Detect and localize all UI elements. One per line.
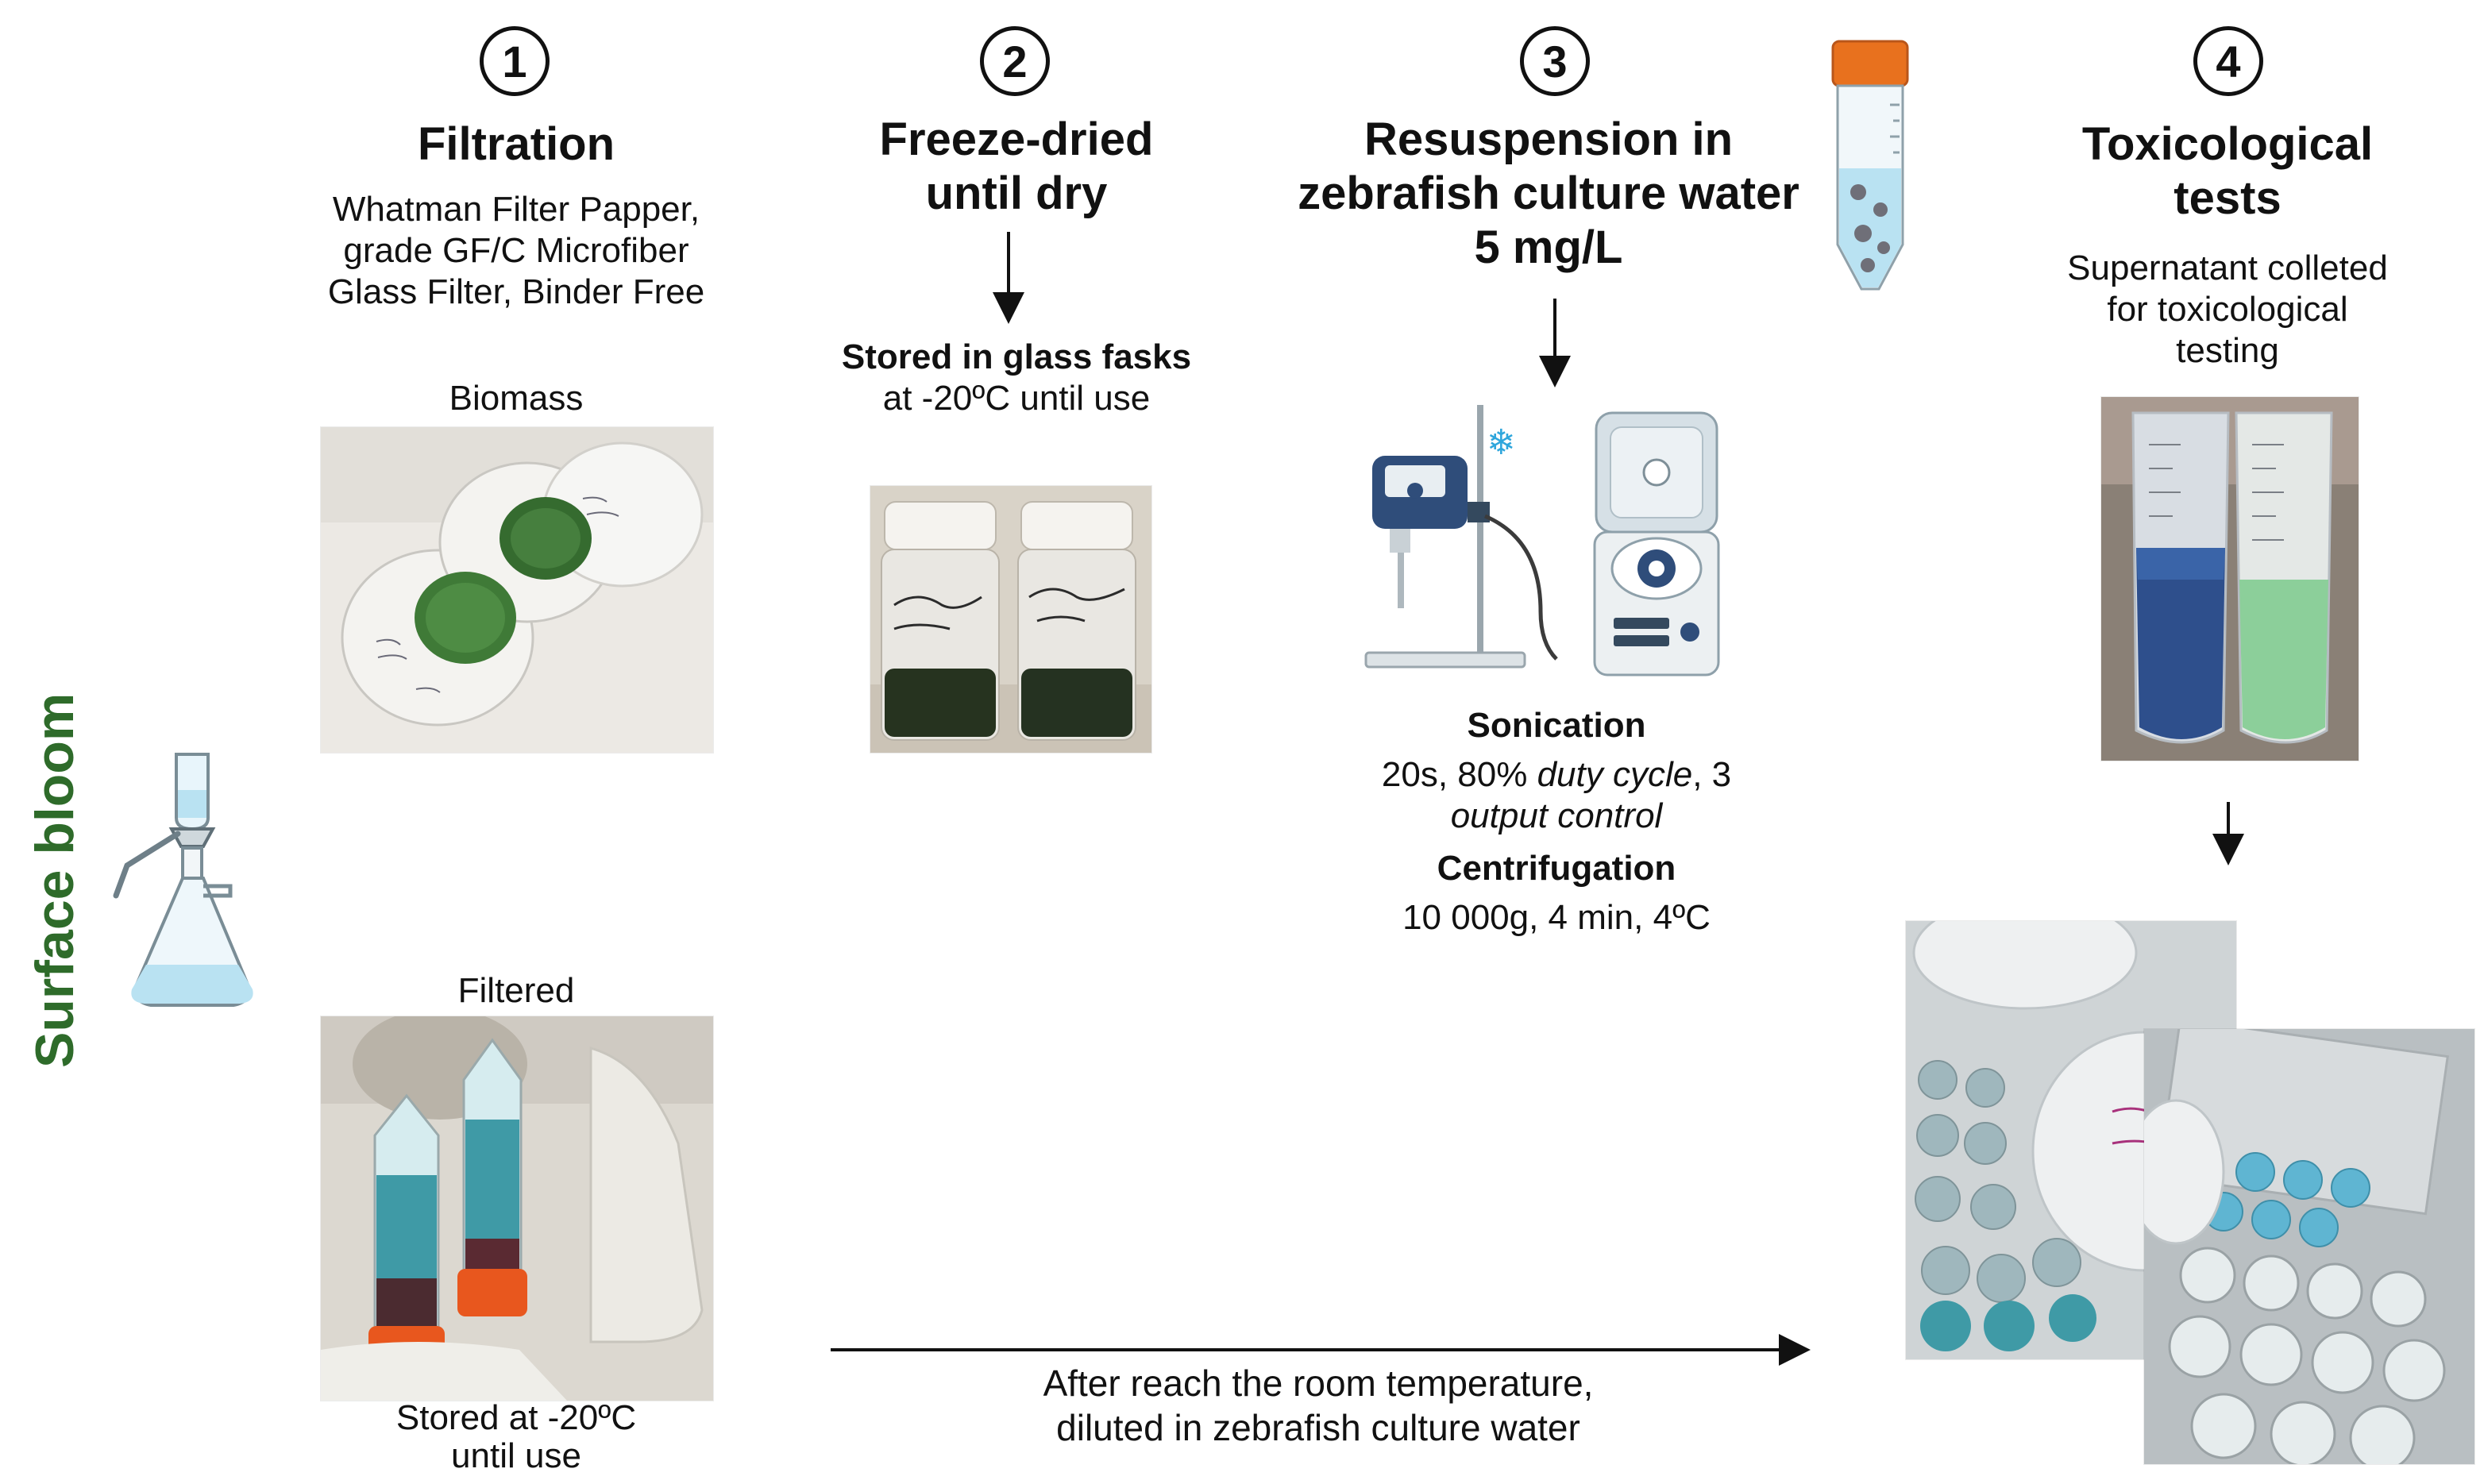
centrifugation-params: 10 000g, 4 min, 4ºC — [1402, 898, 1711, 937]
falcon-tube-icon — [1831, 40, 1909, 291]
desc-line: Whatman Filter Papper, — [332, 190, 700, 229]
title-line: Resuspension in — [1364, 114, 1734, 165]
step-2-title: Freeze-dried until dry — [802, 113, 1231, 221]
step-3-title: Resuspension in zebrafish culture water … — [1271, 113, 1826, 275]
snowflake-icon: ❄ — [1487, 423, 1516, 462]
step-1-number: 1 — [480, 26, 550, 96]
duty-cycle-term: duty cycle — [1537, 755, 1693, 794]
sonication-label: Sonication — [1467, 706, 1646, 745]
filtered-caption: Filtered — [457, 971, 575, 1010]
step-4-description: Supernatant colleted for toxicological t… — [2001, 248, 2454, 372]
step-2-stored: Stored in glass fasks at -20ºC until use — [786, 337, 1247, 419]
side-label-surface-bloom: Surface bloom — [25, 692, 85, 1068]
step-3-number: 3 — [1520, 26, 1590, 96]
step-3-parameters: Sonication 20s, 80% duty cycle, 3 output… — [1310, 705, 1803, 939]
title-line: Toxicological — [2081, 118, 2374, 170]
supernatant-tubes-photo — [2101, 397, 2359, 761]
desc-line: Glass Filter, Binder Free — [327, 272, 705, 311]
label-line: After reach the room temperature, — [1043, 1363, 1594, 1404]
step-4-title: Toxicological tests — [2017, 118, 2438, 225]
title-line: Filtration — [417, 118, 615, 170]
title-line: until dry — [925, 168, 1108, 219]
biomass-photo — [321, 427, 713, 753]
label-line: diluted in zebrafish culture water — [1056, 1407, 1580, 1448]
step-1-title: Filtration — [318, 118, 715, 172]
title-line: 5 mg/L — [1474, 222, 1623, 273]
caption-line: Stored at -20ºC — [395, 1398, 637, 1437]
desc-line: testing — [2176, 331, 2279, 370]
sonication-params-text: 20s, 80% — [1381, 755, 1537, 794]
title-line: tests — [2174, 172, 2282, 224]
vacuum-filtration-flask-icon — [113, 753, 253, 1007]
step-2-number: 2 — [980, 26, 1050, 96]
desc-line: for toxicological — [2107, 290, 2348, 329]
desc-line: Supernatant colleted — [2067, 249, 2388, 287]
filtered-photo — [321, 1016, 713, 1401]
sonication-params-text: , 3 — [1692, 755, 1732, 794]
stored-line: at -20ºC until use — [882, 379, 1151, 418]
well-plates-photo-front — [2144, 1029, 2474, 1464]
step-4-number: 4 — [2193, 26, 2263, 96]
ultrasonic-sonicator-icon — [1364, 405, 1558, 669]
stored-caption: Stored at -20ºC until use — [318, 1399, 715, 1475]
centrifugation-label: Centrifugation — [1437, 849, 1676, 888]
desc-line: grade GF/C Microfiber — [343, 231, 689, 270]
bottom-arrow-label: After reach the room temperature, dilute… — [937, 1361, 1699, 1450]
title-line: zebrafish culture water — [1298, 168, 1799, 219]
step-1-description: Whatman Filter Papper, grade GF/C Microf… — [286, 189, 746, 313]
output-control-term: output control — [1450, 796, 1663, 835]
sonication-params-line1: 20s, 80% duty cycle, 3 — [1310, 754, 1803, 796]
stored-bold-line: Stored in glass fasks — [841, 337, 1192, 376]
benchtop-centrifuge-icon — [1593, 411, 1720, 676]
biomass-caption: Biomass — [449, 379, 584, 418]
caption-line: until use — [451, 1436, 581, 1475]
glass-flasks-photo — [870, 486, 1151, 753]
title-line: Freeze-dried — [879, 114, 1154, 165]
